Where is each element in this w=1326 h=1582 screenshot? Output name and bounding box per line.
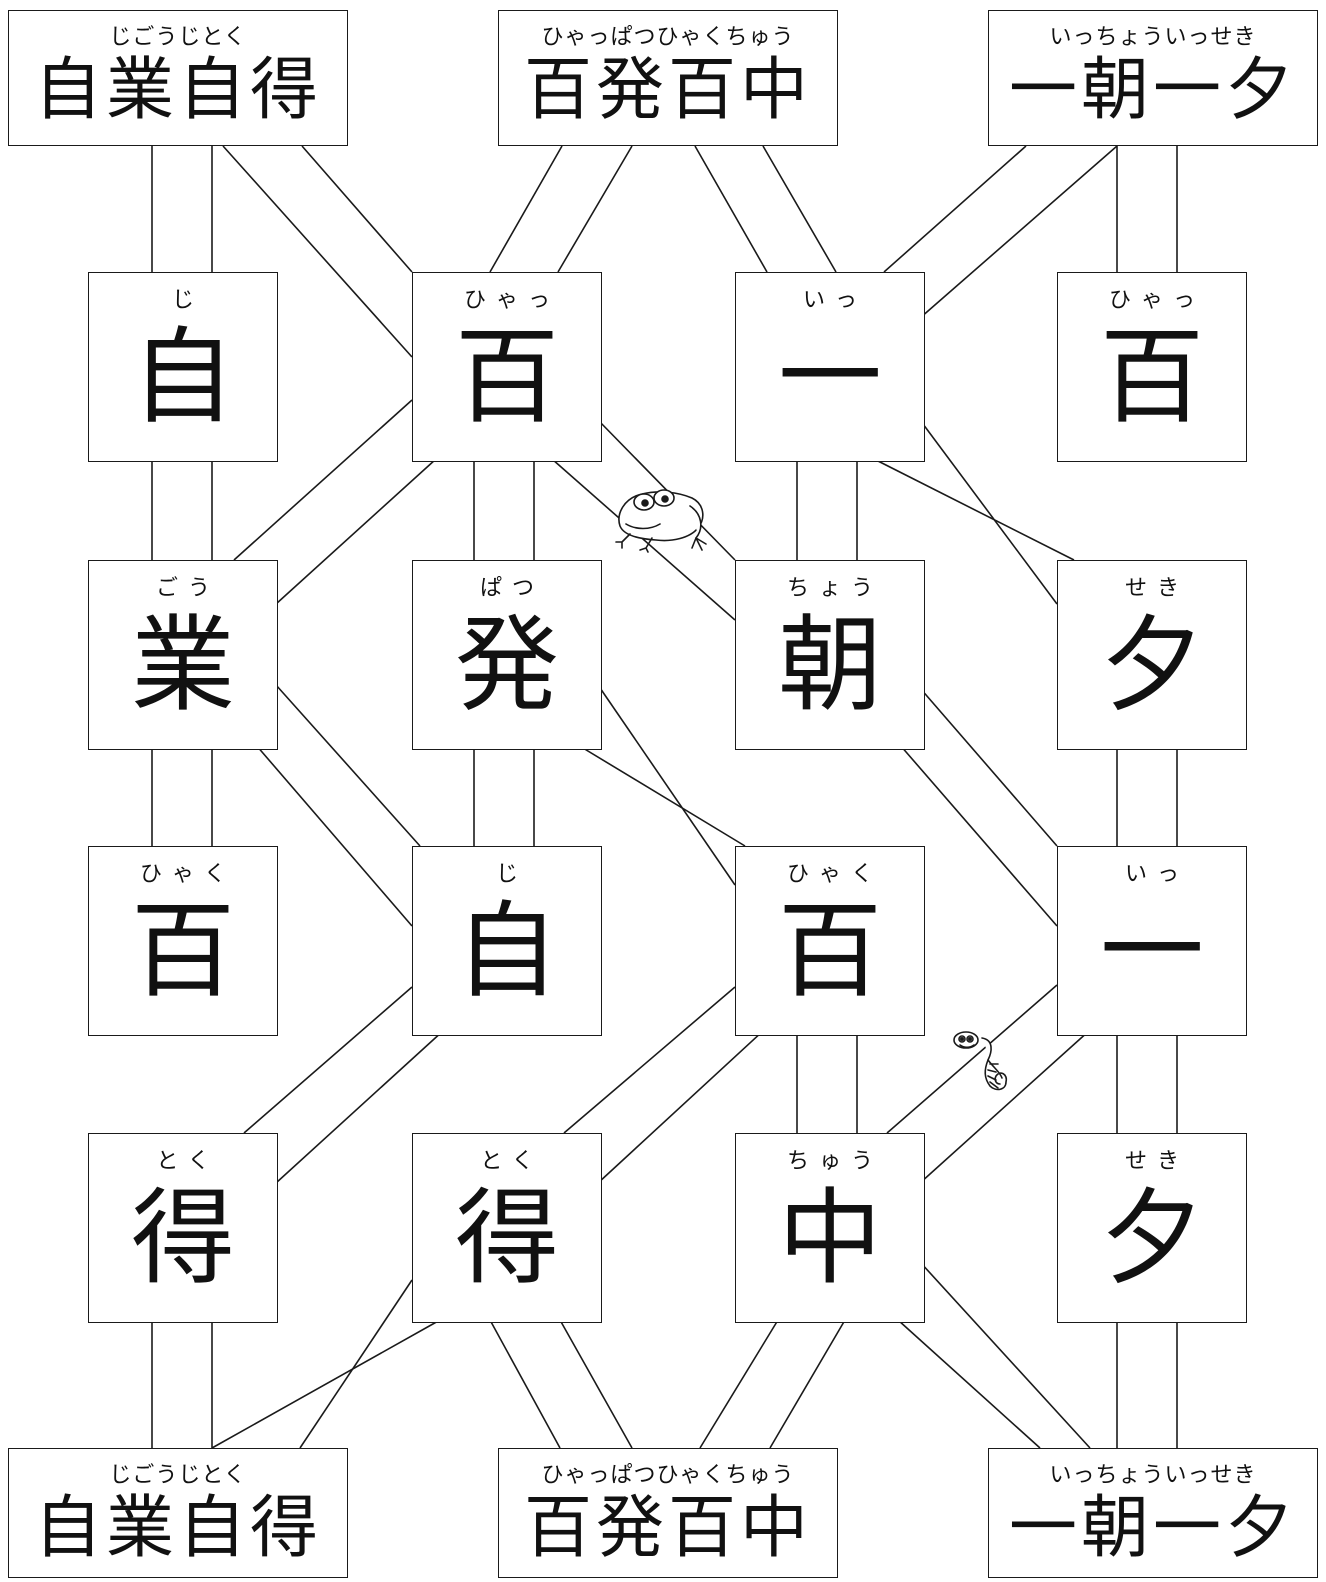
tile-r1c4[interactable]: ひゃっ 百 xyxy=(1057,272,1247,462)
tile-ruby: ひゃっ xyxy=(1108,288,1205,313)
goal-bottom-3-idiom: 一朝一夕 xyxy=(1008,1489,1297,1568)
goal-bottom-2: ひゃっぱつひゃくちゅう 百発百中 xyxy=(498,1448,838,1578)
goal-bottom-2-ruby: ひゃっぱつひゃくちゅう xyxy=(541,1463,795,1488)
goal-top-3-idiom: 一朝一夕 xyxy=(1008,51,1297,130)
tile-kanji: 百 xyxy=(1099,316,1204,438)
tile-ruby: じ xyxy=(171,288,204,313)
tile-ruby: せき xyxy=(1124,576,1189,601)
tile-r3c3[interactable]: ひゃく 百 xyxy=(735,846,925,1036)
tile-r1c3[interactable]: いっ 一 xyxy=(735,272,925,462)
tile-kanji: 百 xyxy=(130,890,235,1012)
tile-ruby: ひゃっ xyxy=(463,288,560,313)
tile-r2c4[interactable]: せき 夕 xyxy=(1057,560,1247,750)
tile-ruby: ちょう xyxy=(786,576,883,601)
tile-kanji: 得 xyxy=(130,1177,235,1299)
tile-r4c4[interactable]: せき 夕 xyxy=(1057,1133,1247,1323)
tile-r1c2[interactable]: ひゃっ 百 xyxy=(412,272,602,462)
tile-r2c1[interactable]: ごう 業 xyxy=(88,560,278,750)
tile-kanji: 百 xyxy=(454,316,559,438)
goal-top-1: じごうじとく 自業自得 xyxy=(8,10,348,146)
goal-top-1-ruby: じごうじとく xyxy=(109,25,247,50)
goal-top-2-ruby: ひゃっぱつひゃくちゅう xyxy=(541,25,795,50)
goal-top-2-idiom: 百発百中 xyxy=(523,51,812,130)
tile-ruby: ちゅう xyxy=(786,1149,883,1174)
tile-ruby: ぱつ xyxy=(479,576,544,601)
tile-ruby: ごう xyxy=(155,576,220,601)
goal-top-1-idiom: 自業自得 xyxy=(33,51,322,130)
goal-bottom-1: じごうじとく 自業自得 xyxy=(8,1448,348,1578)
goal-top-3: いっちょういっせき 一朝一夕 xyxy=(988,10,1318,146)
tile-ruby: ひゃく xyxy=(786,862,883,887)
goal-bottom-1-idiom: 自業自得 xyxy=(33,1489,322,1568)
tile-kanji: 得 xyxy=(454,1177,559,1299)
goal-top-3-ruby: いっちょういっせき xyxy=(1049,25,1257,50)
goal-bottom-3-ruby: いっちょういっせき xyxy=(1049,1463,1257,1488)
tile-ruby: とく xyxy=(156,1149,220,1174)
tile-r1c1[interactable]: じ 自 xyxy=(88,272,278,462)
goal-bottom-2-idiom: 百発百中 xyxy=(523,1489,812,1568)
tile-r4c2[interactable]: とく 得 xyxy=(412,1133,602,1323)
frog-icon xyxy=(615,489,707,553)
goal-top-2: ひゃっぱつひゃくちゅう 百発百中 xyxy=(498,10,838,146)
tile-kanji: 業 xyxy=(130,604,235,726)
tile-ruby: じ xyxy=(495,862,528,887)
tile-ruby: いっ xyxy=(802,288,867,313)
tile-r2c2[interactable]: ぱつ 発 xyxy=(412,560,602,750)
tile-ruby: いっ xyxy=(1124,862,1189,887)
tile-kanji: 一 xyxy=(777,316,882,438)
tile-kanji: 百 xyxy=(777,890,882,1012)
tile-r2c3[interactable]: ちょう 朝 xyxy=(735,560,925,750)
tile-ruby: ひゃく xyxy=(139,862,236,887)
tile-r3c1[interactable]: ひゃく 百 xyxy=(88,846,278,1036)
tile-r3c4[interactable]: いっ 一 xyxy=(1057,846,1247,1036)
tile-r3c2[interactable]: じ 自 xyxy=(412,846,602,1036)
tile-kanji: 一 xyxy=(1099,890,1204,1012)
tile-kanji: 朝 xyxy=(777,604,882,726)
tile-kanji: 中 xyxy=(777,1177,882,1299)
tile-ruby: とく xyxy=(480,1149,544,1174)
tile-ruby: せき xyxy=(1124,1149,1189,1174)
tile-r4c1[interactable]: とく 得 xyxy=(88,1133,278,1323)
tile-kanji: 夕 xyxy=(1099,1177,1204,1299)
tile-r4c3[interactable]: ちゅう 中 xyxy=(735,1133,925,1323)
goal-bottom-3: いっちょういっせき 一朝一夕 xyxy=(988,1448,1318,1578)
tile-kanji: 自 xyxy=(130,316,235,438)
tile-kanji: 自 xyxy=(454,890,559,1012)
tile-kanji: 夕 xyxy=(1099,604,1204,726)
goal-bottom-1-ruby: じごうじとく xyxy=(109,1463,247,1488)
worm-icon xyxy=(953,1031,1008,1091)
tile-kanji: 発 xyxy=(454,604,559,726)
